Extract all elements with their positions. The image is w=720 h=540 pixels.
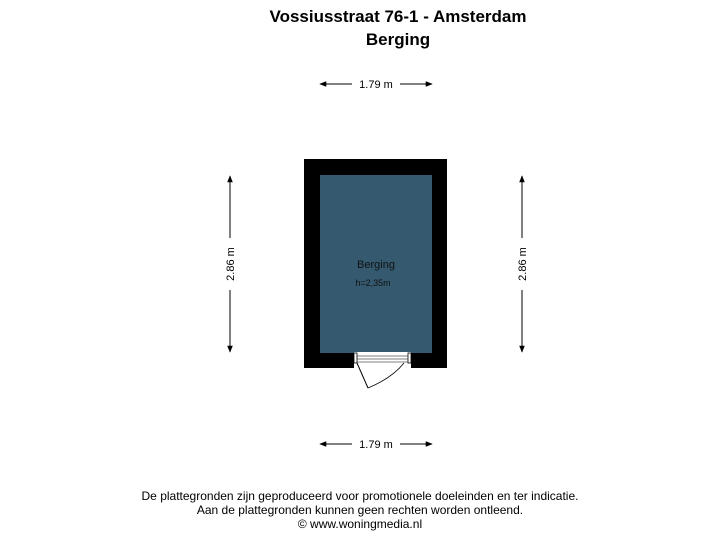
dimension-right-label: 2.86 m bbox=[517, 247, 529, 281]
dimension-right-depth: 2.86 m bbox=[517, 175, 529, 353]
dimension-top-label: 1.79 m bbox=[359, 79, 393, 91]
door-swing bbox=[356, 362, 405, 389]
room-floor bbox=[320, 175, 432, 353]
disclaimer-line-1: De plattegronden zijn geproduceerd voor … bbox=[141, 489, 579, 503]
room-height-label: h=2,35m bbox=[355, 278, 390, 288]
dimension-left-label: 2.86 m bbox=[225, 247, 237, 281]
disclaimer-line-2: Aan de plattegronden kunnen geen rechten… bbox=[196, 503, 524, 517]
dimension-bottom-label: 1.79 m bbox=[359, 439, 393, 451]
dimension-bottom-width: 1.79 m bbox=[319, 439, 433, 451]
page-title: Vossiusstraat 76-1 - Amsterdam bbox=[269, 7, 527, 26]
dimension-left-depth: 2.86 m bbox=[225, 175, 237, 353]
dimension-top-width: 1.79 m bbox=[319, 79, 433, 91]
room-name-label: Berging bbox=[357, 259, 395, 271]
page-subtitle: Berging bbox=[365, 30, 431, 49]
door-opening bbox=[353, 352, 412, 369]
copyright-line: © www.woningmedia.nl bbox=[297, 517, 423, 531]
